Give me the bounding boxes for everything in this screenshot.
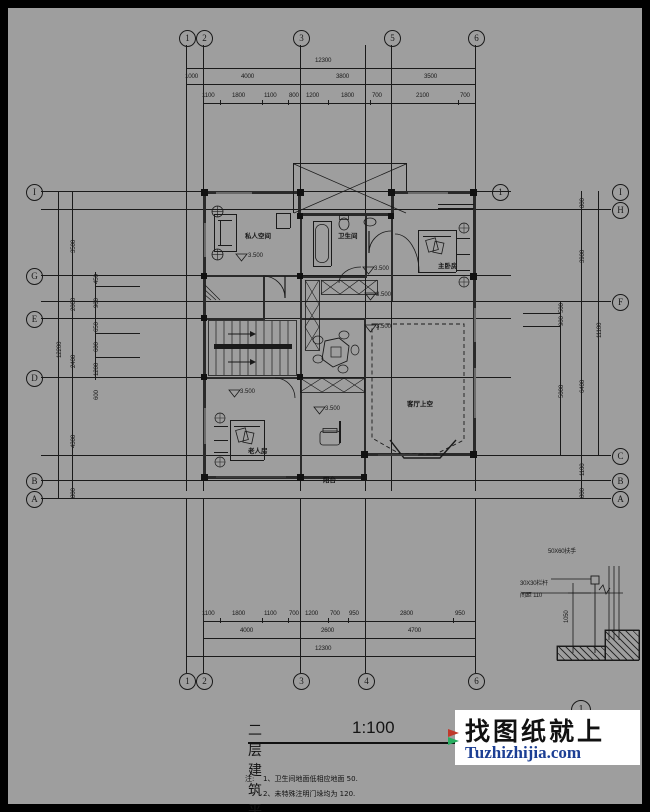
watermark-arrow-icon: [448, 729, 459, 745]
detail-spacing-label: 间距 110: [520, 593, 543, 599]
level-marker-master: 3.500: [376, 292, 392, 298]
grid-bubble-left-E[interactable]: E: [26, 311, 43, 328]
notes-label: 注:: [245, 775, 255, 783]
void-outline: [371, 323, 465, 455]
furniture-nightstand-3: [214, 412, 226, 424]
grid-bubble-top-3[interactable]: 3: [293, 30, 310, 47]
grid-bubble-bottom-6[interactable]: 6: [468, 673, 485, 690]
door-swing-3: [394, 233, 420, 273]
grid-bubble-left-B[interactable]: B: [26, 473, 43, 490]
grid-bubble-left-I[interactable]: I: [26, 184, 43, 201]
note-item-2: 2、未特殊注明门垛均为 120.: [263, 790, 356, 798]
bay-window: [389, 439, 457, 459]
grid-bubble-top-6[interactable]: 6: [468, 30, 485, 47]
furniture-nightstand-1: [458, 222, 470, 234]
detail-hatch-slab: [557, 646, 605, 660]
grid-bubble-top-1[interactable]: 1: [179, 30, 196, 47]
grid-bubble-right-B[interactable]: B: [612, 473, 629, 490]
grid-bubble-left-G[interactable]: G: [26, 268, 43, 285]
detail-handrail-label: 50X60扶手: [548, 549, 576, 555]
grid-bubble-right-C[interactable]: C: [612, 448, 629, 465]
watermark-en: Tuzhizhijia.com: [465, 743, 582, 762]
railing-hatch-top: [320, 279, 378, 295]
grid-bubble-bottom-3[interactable]: 3: [293, 673, 310, 690]
grid-bubble-right-F[interactable]: F: [612, 294, 629, 311]
detail-baluster-label: 30X30栏杆: [520, 581, 548, 587]
grid-line-A: [41, 498, 611, 499]
plan-scale: 1:100: [352, 718, 395, 737]
grid-bubble-bottom-1[interactable]: 1: [179, 673, 196, 690]
grid-bubble-top-2[interactable]: 2: [196, 30, 213, 47]
door-swing-1: [262, 275, 286, 299]
level-marker-stair: 3.500: [240, 389, 256, 395]
detail-callout-bubble[interactable]: 1: [492, 184, 509, 201]
drawing-sheet: 1 2 3 5 6 12300 1000 4000 3800: [8, 8, 642, 812]
door-swing-4: [338, 266, 362, 284]
grid-bubble-right-I[interactable]: I: [612, 184, 629, 201]
door-swing-6: [339, 421, 341, 443]
door-swing-5: [274, 377, 296, 399]
grid-bubble-top-5[interactable]: 5: [384, 30, 401, 47]
door-swing-2: [368, 230, 392, 254]
fixture-sink: [363, 217, 377, 227]
railing-hatch-mid: [299, 377, 366, 393]
furniture-nightstand-4: [214, 456, 226, 468]
grid-line-E: [41, 318, 511, 319]
detail-hatch-wall: [605, 630, 639, 660]
grid-bubble-right-A[interactable]: A: [612, 491, 629, 508]
grid-line-C: [41, 455, 611, 456]
grid-bubble-right-H[interactable]: H: [612, 202, 629, 219]
level-marker-balcony: 3.500: [325, 406, 341, 412]
note-item-1: 1、卫生间地面低相应地面 50.: [263, 775, 358, 783]
grid-bubble-left-D[interactable]: D: [26, 370, 43, 387]
grid-line-F: [41, 301, 611, 302]
watermark-badge: 找图纸就上 Tuzhizhijia.com: [455, 710, 640, 765]
watermark-cn: 找图纸就上: [465, 717, 606, 746]
fixture-toilet: [338, 215, 350, 231]
level-marker-private: 3.500: [248, 253, 264, 259]
grid-bubble-bottom-4[interactable]: 4: [358, 673, 375, 690]
grid-bubble-bottom-2[interactable]: 2: [196, 673, 213, 690]
plan-title: 二层建筑平面图: [248, 723, 263, 812]
level-marker-bath: 3.500: [374, 266, 390, 272]
door-swing-7: [204, 284, 221, 301]
furniture-dining-set: [312, 330, 360, 374]
grid-line-1: [186, 45, 187, 491]
furniture-nightstand-2: [458, 276, 470, 288]
grid-bubble-left-A[interactable]: A: [26, 491, 43, 508]
railing-hatch-vert: [304, 279, 320, 351]
grid-line-B: [41, 480, 611, 481]
grid-line-H: [41, 209, 611, 210]
level-marker-hall: 3.500: [376, 324, 392, 330]
